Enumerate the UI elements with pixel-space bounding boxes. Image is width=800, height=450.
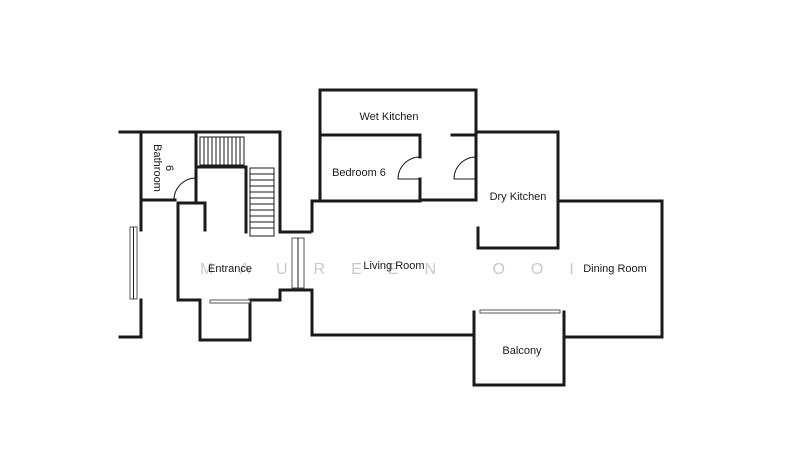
label-entrance: Entrance (208, 263, 252, 275)
room-labels: Wet Kitchen Bedroom 6 Dry Kitchen Entran… (151, 111, 647, 357)
label-bathroom-6-number: 6 (163, 165, 175, 171)
label-living-room: Living Room (363, 260, 424, 272)
label-bathroom-6: Bathroom (151, 144, 163, 192)
doors (173, 156, 477, 201)
stairs-upper (199, 136, 245, 166)
stairs-lower (249, 167, 275, 237)
label-wet-kitchen: Wet Kitchen (359, 111, 418, 123)
windows (129, 226, 561, 314)
label-dry-kitchen: Dry Kitchen (490, 191, 547, 203)
label-balcony: Balcony (502, 345, 542, 357)
label-bedroom-6: Bedroom 6 (332, 167, 386, 179)
label-dining-room: Dining Room (583, 263, 647, 275)
walls (118, 88, 664, 387)
